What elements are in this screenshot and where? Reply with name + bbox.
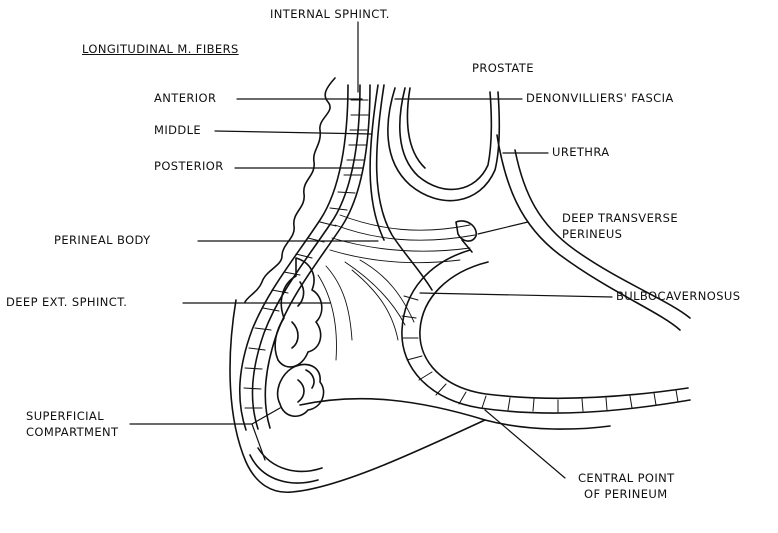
label-deep-ext-sphinct: DEEP EXT. SPHINCT.: [6, 296, 127, 309]
bulbocavernosus-outer: [402, 250, 690, 413]
bulbocavernosus-inner: [420, 262, 688, 398]
label-deep-transverse-1: DEEP TRANSVERSE: [562, 212, 678, 225]
superficial-compartment-lobes: [278, 364, 324, 416]
label-prostate: PROSTATE: [472, 62, 534, 75]
label-internal-sphinct: INTERNAL SPHINCT.: [270, 8, 390, 21]
deep-transverse-fibers: [318, 215, 475, 360]
label-urethra: URETHRA: [552, 146, 610, 159]
label-central-point-1: CENTRAL POINT: [578, 472, 675, 485]
label-central-point-2: OF PERINEUM: [584, 488, 668, 501]
label-anterior: ANTERIOR: [154, 92, 216, 105]
perineal-skin: [230, 300, 485, 492]
label-bulbocavernosus: BULBOCAVERNOSUS: [616, 290, 740, 303]
label-perineal-body: PERINEAL BODY: [54, 234, 151, 247]
label-superficial-2: COMPARTMENT: [26, 426, 118, 439]
rectal-mucosa: [245, 78, 335, 302]
label-longitudinal-fibers: LONGITUDINAL M. FIBERS: [82, 43, 239, 56]
sphincter-hatching: [244, 100, 368, 408]
label-denonvilliers-fascia: DENONVILLIERS' FASCIA: [526, 92, 674, 105]
prostate: [388, 88, 499, 201]
denonvilliers-fascia: [377, 85, 432, 290]
label-superficial-1: SUPERFICIAL: [26, 410, 104, 423]
internal-sphincter-outer: [240, 85, 348, 430]
label-posterior: POSTERIOR: [154, 160, 224, 173]
label-deep-transverse-2: PERINEUS: [562, 228, 622, 241]
label-middle: MIDDLE: [154, 124, 201, 137]
